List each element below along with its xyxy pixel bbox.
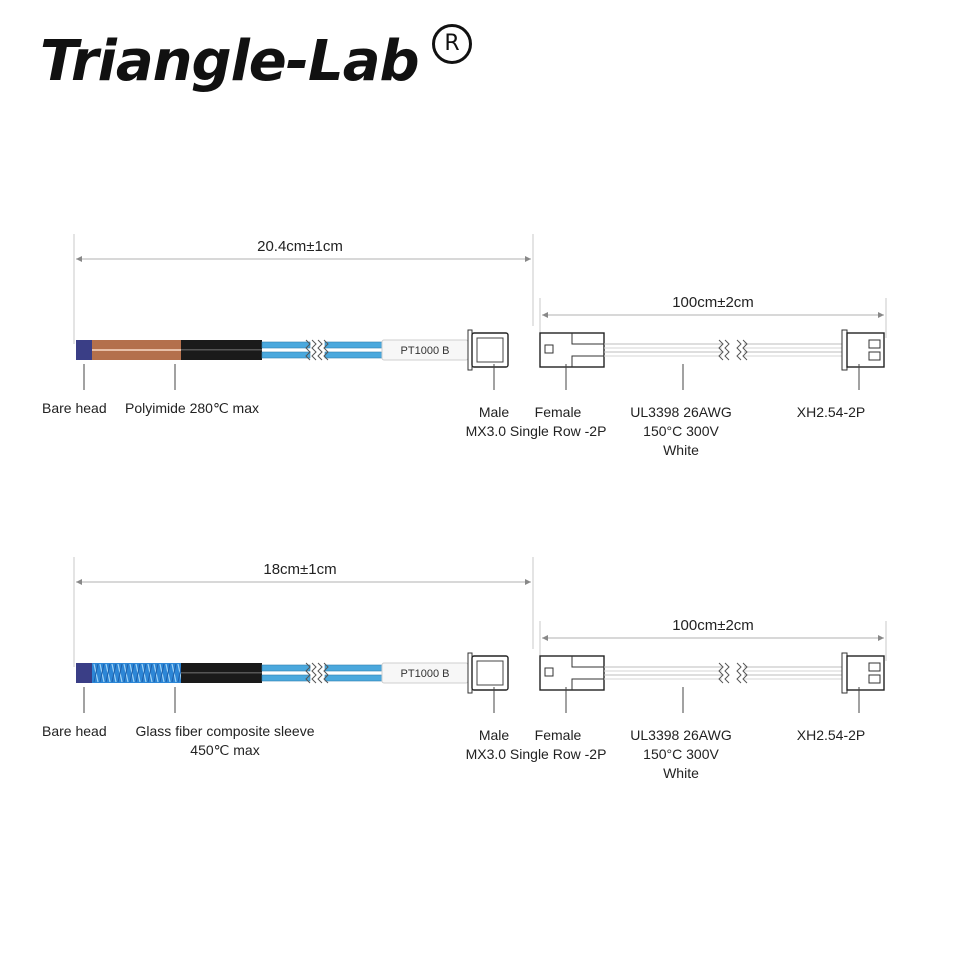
label-male: Male [479, 404, 510, 420]
cable-break-right-b [742, 662, 748, 684]
brand-name: Triangle-Lab [40, 29, 420, 94]
label-xh-connector: XH2.54-2P [797, 727, 865, 743]
bare-head [76, 340, 92, 360]
label-sleeve: Polyimide 280℃ max [125, 400, 259, 416]
label-connector-type: MX3.0 Single Row -2P [466, 423, 607, 439]
cable-break-right-a [736, 662, 742, 684]
cable-length-arrow-right [878, 312, 884, 318]
xh-connector-pin-2 [868, 674, 881, 684]
cable-length-label: 100cm±2cm [672, 294, 754, 311]
brand-logo: Triangle-Lab R [40, 22, 480, 102]
lead-break-right-a [317, 662, 323, 684]
cable-break-left-a [718, 662, 724, 684]
label-female: Female [535, 727, 582, 743]
braid-strand [159, 663, 165, 683]
cable-length-arrow-right [878, 635, 884, 641]
braid-strand [171, 663, 177, 683]
bare-head [76, 663, 92, 683]
xh-connector-pin-1 [868, 339, 881, 349]
braid-strand [93, 663, 99, 683]
label-wire-color: White [663, 442, 699, 458]
xh-connector-body [846, 332, 885, 368]
label-wire-spec: UL3398 26AWG [630, 727, 731, 743]
pt1000-tube-label: PT1000 B [401, 668, 450, 680]
label-female: Female [535, 404, 582, 420]
label-wire-spec: UL3398 26AWG [630, 404, 731, 420]
black-sheath-split [181, 672, 262, 674]
lead-break-right-b [323, 339, 329, 361]
polyimide-sleeve-highlight [92, 349, 181, 351]
braid-strand [153, 663, 159, 683]
sensor-length-label: 18cm±1cm [263, 561, 336, 578]
cable-break-left-b [724, 339, 730, 361]
cable-break-right-a [736, 339, 742, 361]
sensor-length-arrow-left [76, 579, 82, 585]
female-connector-latch [544, 667, 554, 677]
label-wire-rating: 150°C 300V [643, 746, 719, 762]
lead-break-left-a [305, 662, 311, 684]
cable-break-left-a [718, 339, 724, 361]
label-wire-rating: 150°C 300V [643, 423, 719, 439]
female-connector-latch [544, 344, 554, 354]
label-xh-connector: XH2.54-2P [797, 404, 865, 420]
lead-break-left-b [311, 339, 317, 361]
sensor-length-label: 20.4cm±1cm [257, 238, 343, 255]
braid-strand [147, 663, 153, 683]
xh-connector-body [846, 655, 885, 691]
braid-strand [117, 663, 123, 683]
lead-break-left-b [311, 662, 317, 684]
braid-strand [99, 663, 105, 683]
blue-wire-bottom [261, 674, 311, 682]
pt1000-tube-label: PT1000 B [401, 345, 450, 357]
braid-strand [129, 663, 135, 683]
braid-strand [165, 663, 171, 683]
label-sleeve: Glass fiber composite sleeve [136, 723, 315, 739]
glass-fiber-sleeve [92, 663, 181, 683]
braid-strand [105, 663, 111, 683]
blue-wire-top [261, 341, 311, 349]
label-bare-head: Bare head [42, 723, 107, 739]
lead-break-left-a [305, 339, 311, 361]
female-connector-slots [571, 333, 604, 367]
braid-strand [141, 663, 147, 683]
blue-wire-bottom [261, 351, 311, 359]
lead-break-right-a [317, 339, 323, 361]
xh-connector-flange [841, 329, 848, 371]
cable-break-right-b [742, 339, 748, 361]
registered-mark-icon: R [432, 24, 472, 64]
lead-break-right-b [323, 662, 329, 684]
sensor-length-arrow-right [525, 256, 531, 262]
male-connector-face [476, 660, 504, 686]
braid-strand [135, 663, 141, 683]
label-connector-type: MX3.0 Single Row -2P [466, 746, 607, 762]
cable-length-arrow-left [542, 635, 548, 641]
braid-strand [123, 663, 129, 683]
xh-connector-pin-1 [868, 662, 881, 672]
label-male: Male [479, 727, 510, 743]
male-connector-body [471, 332, 509, 368]
sensor-length-arrow-right [525, 579, 531, 585]
cable-length-arrow-left [542, 312, 548, 318]
xh-connector-pin-2 [868, 351, 881, 361]
label-bare-head: Bare head [42, 400, 107, 416]
black-sheath-split [181, 349, 262, 351]
male-connector-face [476, 337, 504, 363]
label-wire-color: White [663, 765, 699, 781]
sensor-length-arrow-left [76, 256, 82, 262]
cable-break-left-b [724, 662, 730, 684]
cable-length-label: 100cm±2cm [672, 617, 754, 634]
blue-wire-top [261, 664, 311, 672]
braid-strand [111, 663, 117, 683]
female-connector-slots [571, 656, 604, 690]
xh-connector-flange [841, 652, 848, 694]
label-sleeve-rating: 450℃ max [190, 742, 259, 758]
male-connector-body [471, 655, 509, 691]
